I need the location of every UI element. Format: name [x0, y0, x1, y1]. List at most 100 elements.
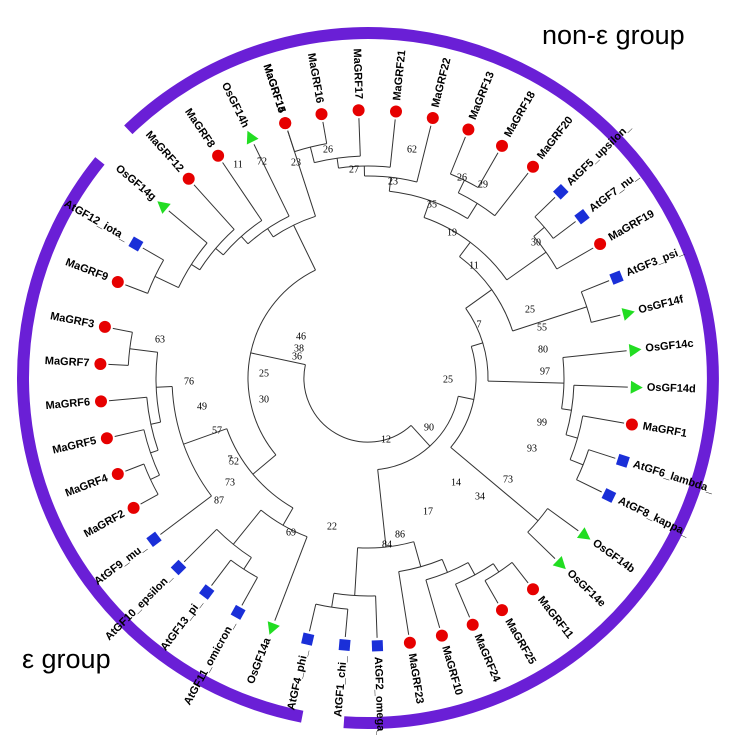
epsilon-group-label: ε group: [22, 644, 111, 674]
bootstrap-value: 46: [296, 331, 306, 342]
bootstrap-value: 25: [443, 374, 453, 385]
bootstrap-value: 7: [228, 454, 233, 465]
tree-branch: [398, 571, 410, 635]
bootstrap-value: 52: [229, 456, 239, 467]
bootstrap-value: 76: [184, 376, 194, 387]
red-circle-marker: [127, 501, 140, 514]
tree-branch: [309, 603, 317, 632]
blue-square-marker: [574, 208, 590, 225]
blue-square-marker: [553, 184, 569, 200]
bootstrap-value: 38: [294, 343, 304, 354]
red-circle-marker: [95, 395, 107, 408]
green-triangle-marker: [267, 621, 280, 635]
leaf-label: OsGF14f: [637, 293, 685, 316]
leaf-label: OsGF14a: [245, 636, 274, 686]
bootstrap-value: 73: [503, 474, 513, 485]
blue-square-marker: [146, 531, 162, 548]
tree-branch: [569, 459, 584, 466]
red-circle-marker: [100, 432, 113, 445]
tree-branch: [125, 284, 148, 294]
tree-branch: [477, 152, 499, 188]
blue-square-marker: [338, 639, 351, 651]
leaf-label: MaGRF19: [607, 208, 657, 244]
bootstrap-value: 86: [395, 529, 405, 540]
tree-branch: [142, 247, 164, 261]
red-circle-marker: [527, 583, 539, 596]
leaf-label: OsGF14h: [219, 81, 251, 130]
tree-branch: [252, 454, 277, 475]
tree-branch: [562, 350, 627, 358]
bootstrap-value: 22: [327, 521, 337, 532]
non-epsilon-group-arc: [124, 27, 719, 729]
bootstrap-value: 62: [407, 144, 417, 155]
tree-branch: [484, 580, 499, 604]
tree-branch: [168, 210, 208, 244]
red-circle-marker: [594, 238, 607, 250]
red-circle-marker: [111, 468, 124, 480]
tree-branch: [112, 327, 133, 333]
green-triangle-marker: [630, 380, 643, 394]
tree-branch: [250, 352, 306, 366]
tree-branch: [465, 289, 492, 309]
tree-branch: [241, 577, 258, 606]
bootstrap-value: 14: [451, 477, 461, 488]
tree-branch: [389, 119, 396, 168]
tree-branch: [441, 559, 448, 573]
bootstrap-value: 19: [447, 227, 457, 238]
tree-branch: [552, 221, 576, 239]
green-triangle-marker: [628, 344, 642, 357]
bootstrap-value: 12: [381, 434, 391, 445]
blue-square-marker: [198, 584, 215, 600]
bootstrap-value: 34: [475, 491, 485, 502]
blue-square-marker: [615, 453, 630, 468]
tree-branch: [547, 508, 579, 532]
tree-branch: [533, 226, 545, 237]
bootstrap-value: 72: [257, 156, 267, 167]
bootstrap-value: 36: [292, 351, 302, 362]
tree-branch: [534, 197, 556, 218]
tree-branch: [492, 563, 500, 573]
tree-branch: [375, 595, 378, 638]
bootstrap-value: 29: [478, 179, 488, 190]
tree-branch: [581, 280, 610, 293]
green-triangle-marker: [621, 308, 635, 321]
leaf-label: MaGRF21: [391, 49, 408, 101]
bootstrap-value: 69: [286, 527, 296, 538]
blue-square-marker: [128, 236, 144, 252]
tree-branch: [322, 121, 328, 144]
bootstrap-value: 99: [537, 417, 547, 428]
non-epsilon-group-label: non-ε group: [542, 20, 685, 50]
tree-branch: [582, 415, 625, 424]
tree-branch: [450, 447, 539, 522]
tree-branch: [459, 241, 471, 257]
leaf-label: MaGRF1: [642, 420, 688, 440]
leaf-label: AtGF1_chi_: [332, 655, 349, 718]
leaf-label: MaGRF13: [467, 70, 497, 122]
tree-branch: [108, 363, 129, 366]
bootstrap-value: 7: [477, 319, 482, 330]
tree-branch: [282, 507, 294, 526]
leaf-label: OsGF14c: [645, 338, 694, 355]
tree-branch: [467, 203, 478, 219]
tree-branch: [155, 352, 162, 423]
tree-branch: [458, 395, 474, 400]
red-circle-marker: [315, 108, 328, 121]
tree-branch: [160, 495, 212, 535]
tree-branch: [293, 224, 316, 271]
tree-branch: [457, 180, 465, 194]
tree-branch: [354, 547, 359, 596]
leaf-label: MaGRF9: [64, 256, 110, 283]
tree-branch: [512, 306, 587, 332]
tree-branch: [303, 364, 412, 443]
bootstrap-value: 90: [424, 422, 434, 433]
green-triangle-marker: [552, 556, 566, 570]
tree-branch: [183, 528, 218, 563]
bootstrap-value: 26: [457, 172, 467, 183]
tree-branch: [506, 251, 547, 281]
leaf-label: MaGRF16: [305, 52, 326, 104]
tree-branch: [154, 275, 179, 289]
tree-branch: [487, 380, 564, 384]
group-ring-layer: [17, 27, 719, 729]
red-circle-marker: [462, 123, 475, 136]
